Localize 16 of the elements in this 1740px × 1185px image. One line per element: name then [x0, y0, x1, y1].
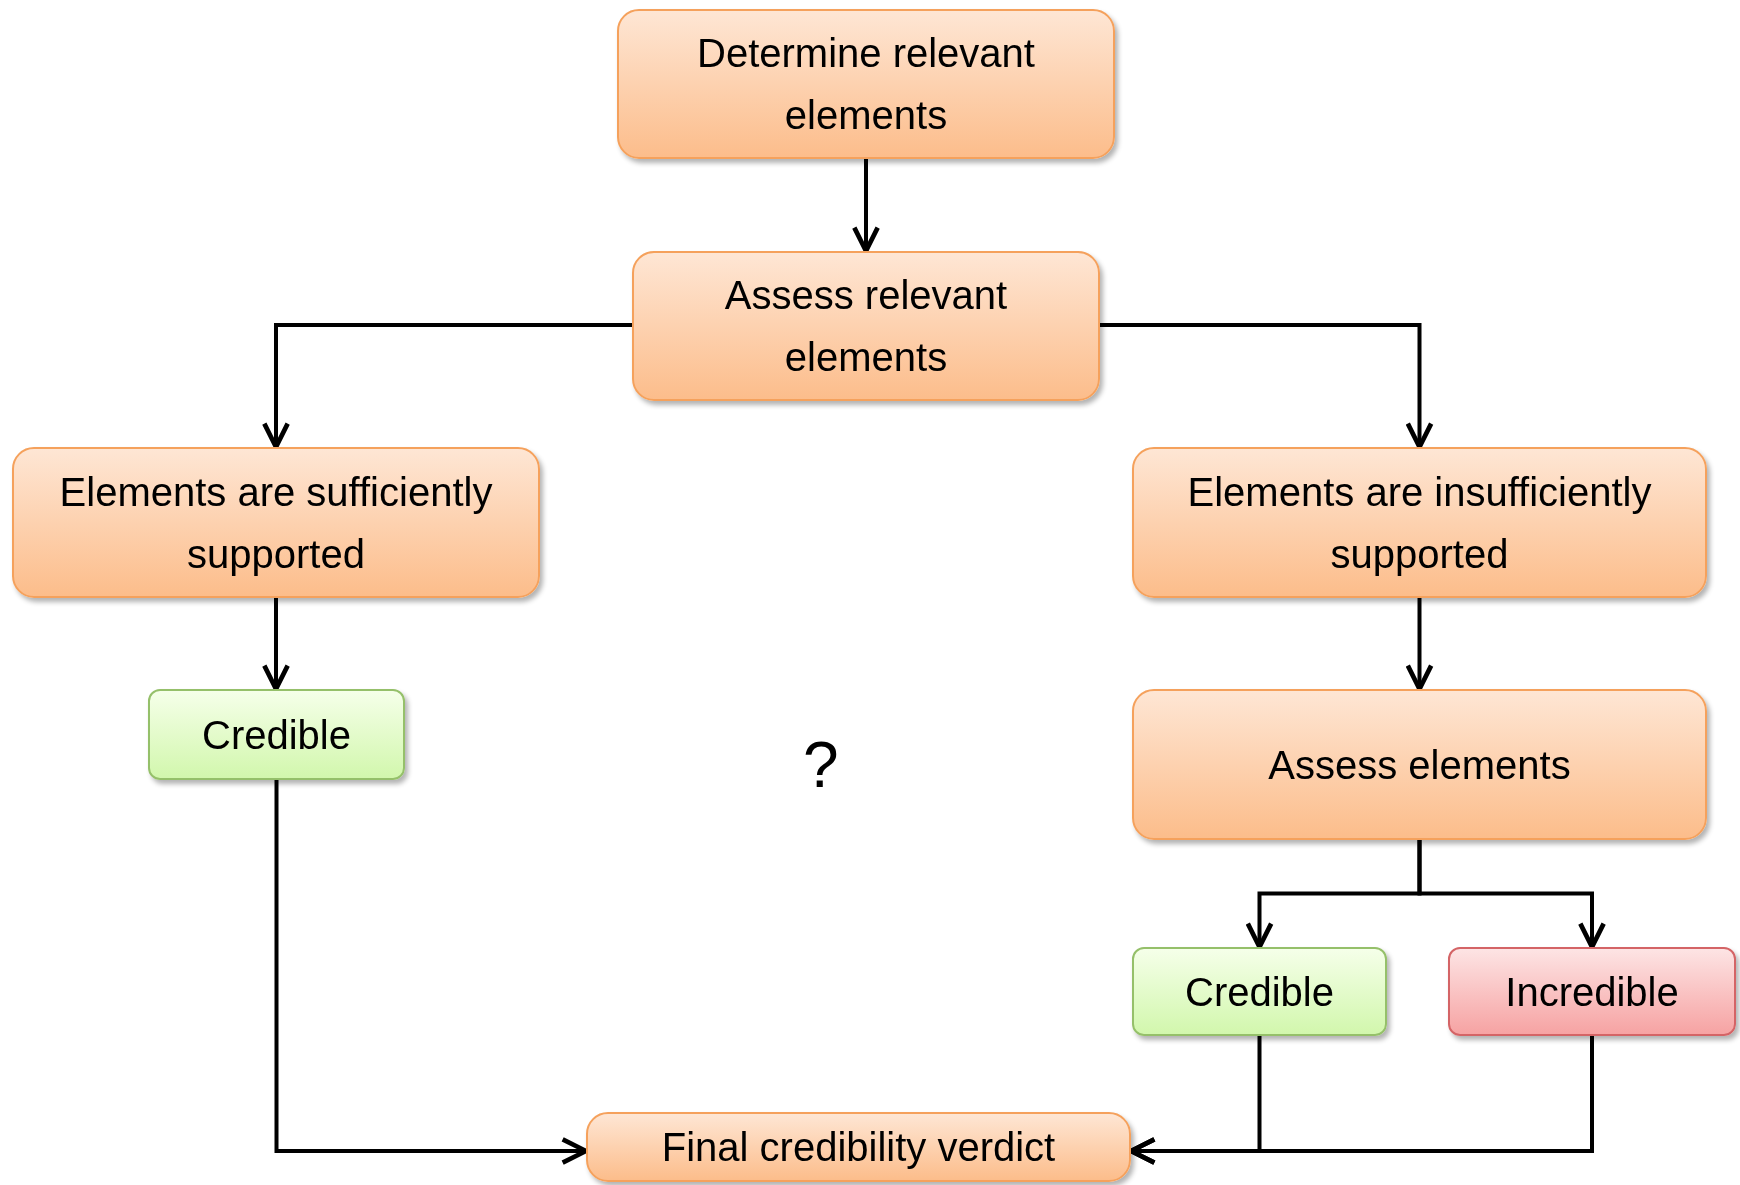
result-box: Incredible: [1448, 947, 1736, 1036]
arrow: [1417, 840, 1606, 950]
question-mark: ?: [803, 728, 839, 802]
arrow: [1405, 598, 1434, 692]
result-box: Credible: [148, 689, 405, 780]
process-box: Assess elements: [1132, 689, 1707, 840]
arrow: [262, 323, 632, 450]
arrow: [852, 159, 880, 254]
process-box: Final credibility verdict: [586, 1112, 1131, 1182]
process-box: Assess relevant elements: [632, 251, 1100, 401]
process-box: Determine relevant elements: [617, 9, 1115, 159]
arrow: [1100, 323, 1434, 450]
process-box: Elements are insufficiently supported: [1132, 447, 1707, 598]
process-box: Elements are sufficiently supported: [12, 447, 540, 598]
arrow: [262, 598, 290, 692]
result-box: Credible: [1132, 947, 1387, 1036]
